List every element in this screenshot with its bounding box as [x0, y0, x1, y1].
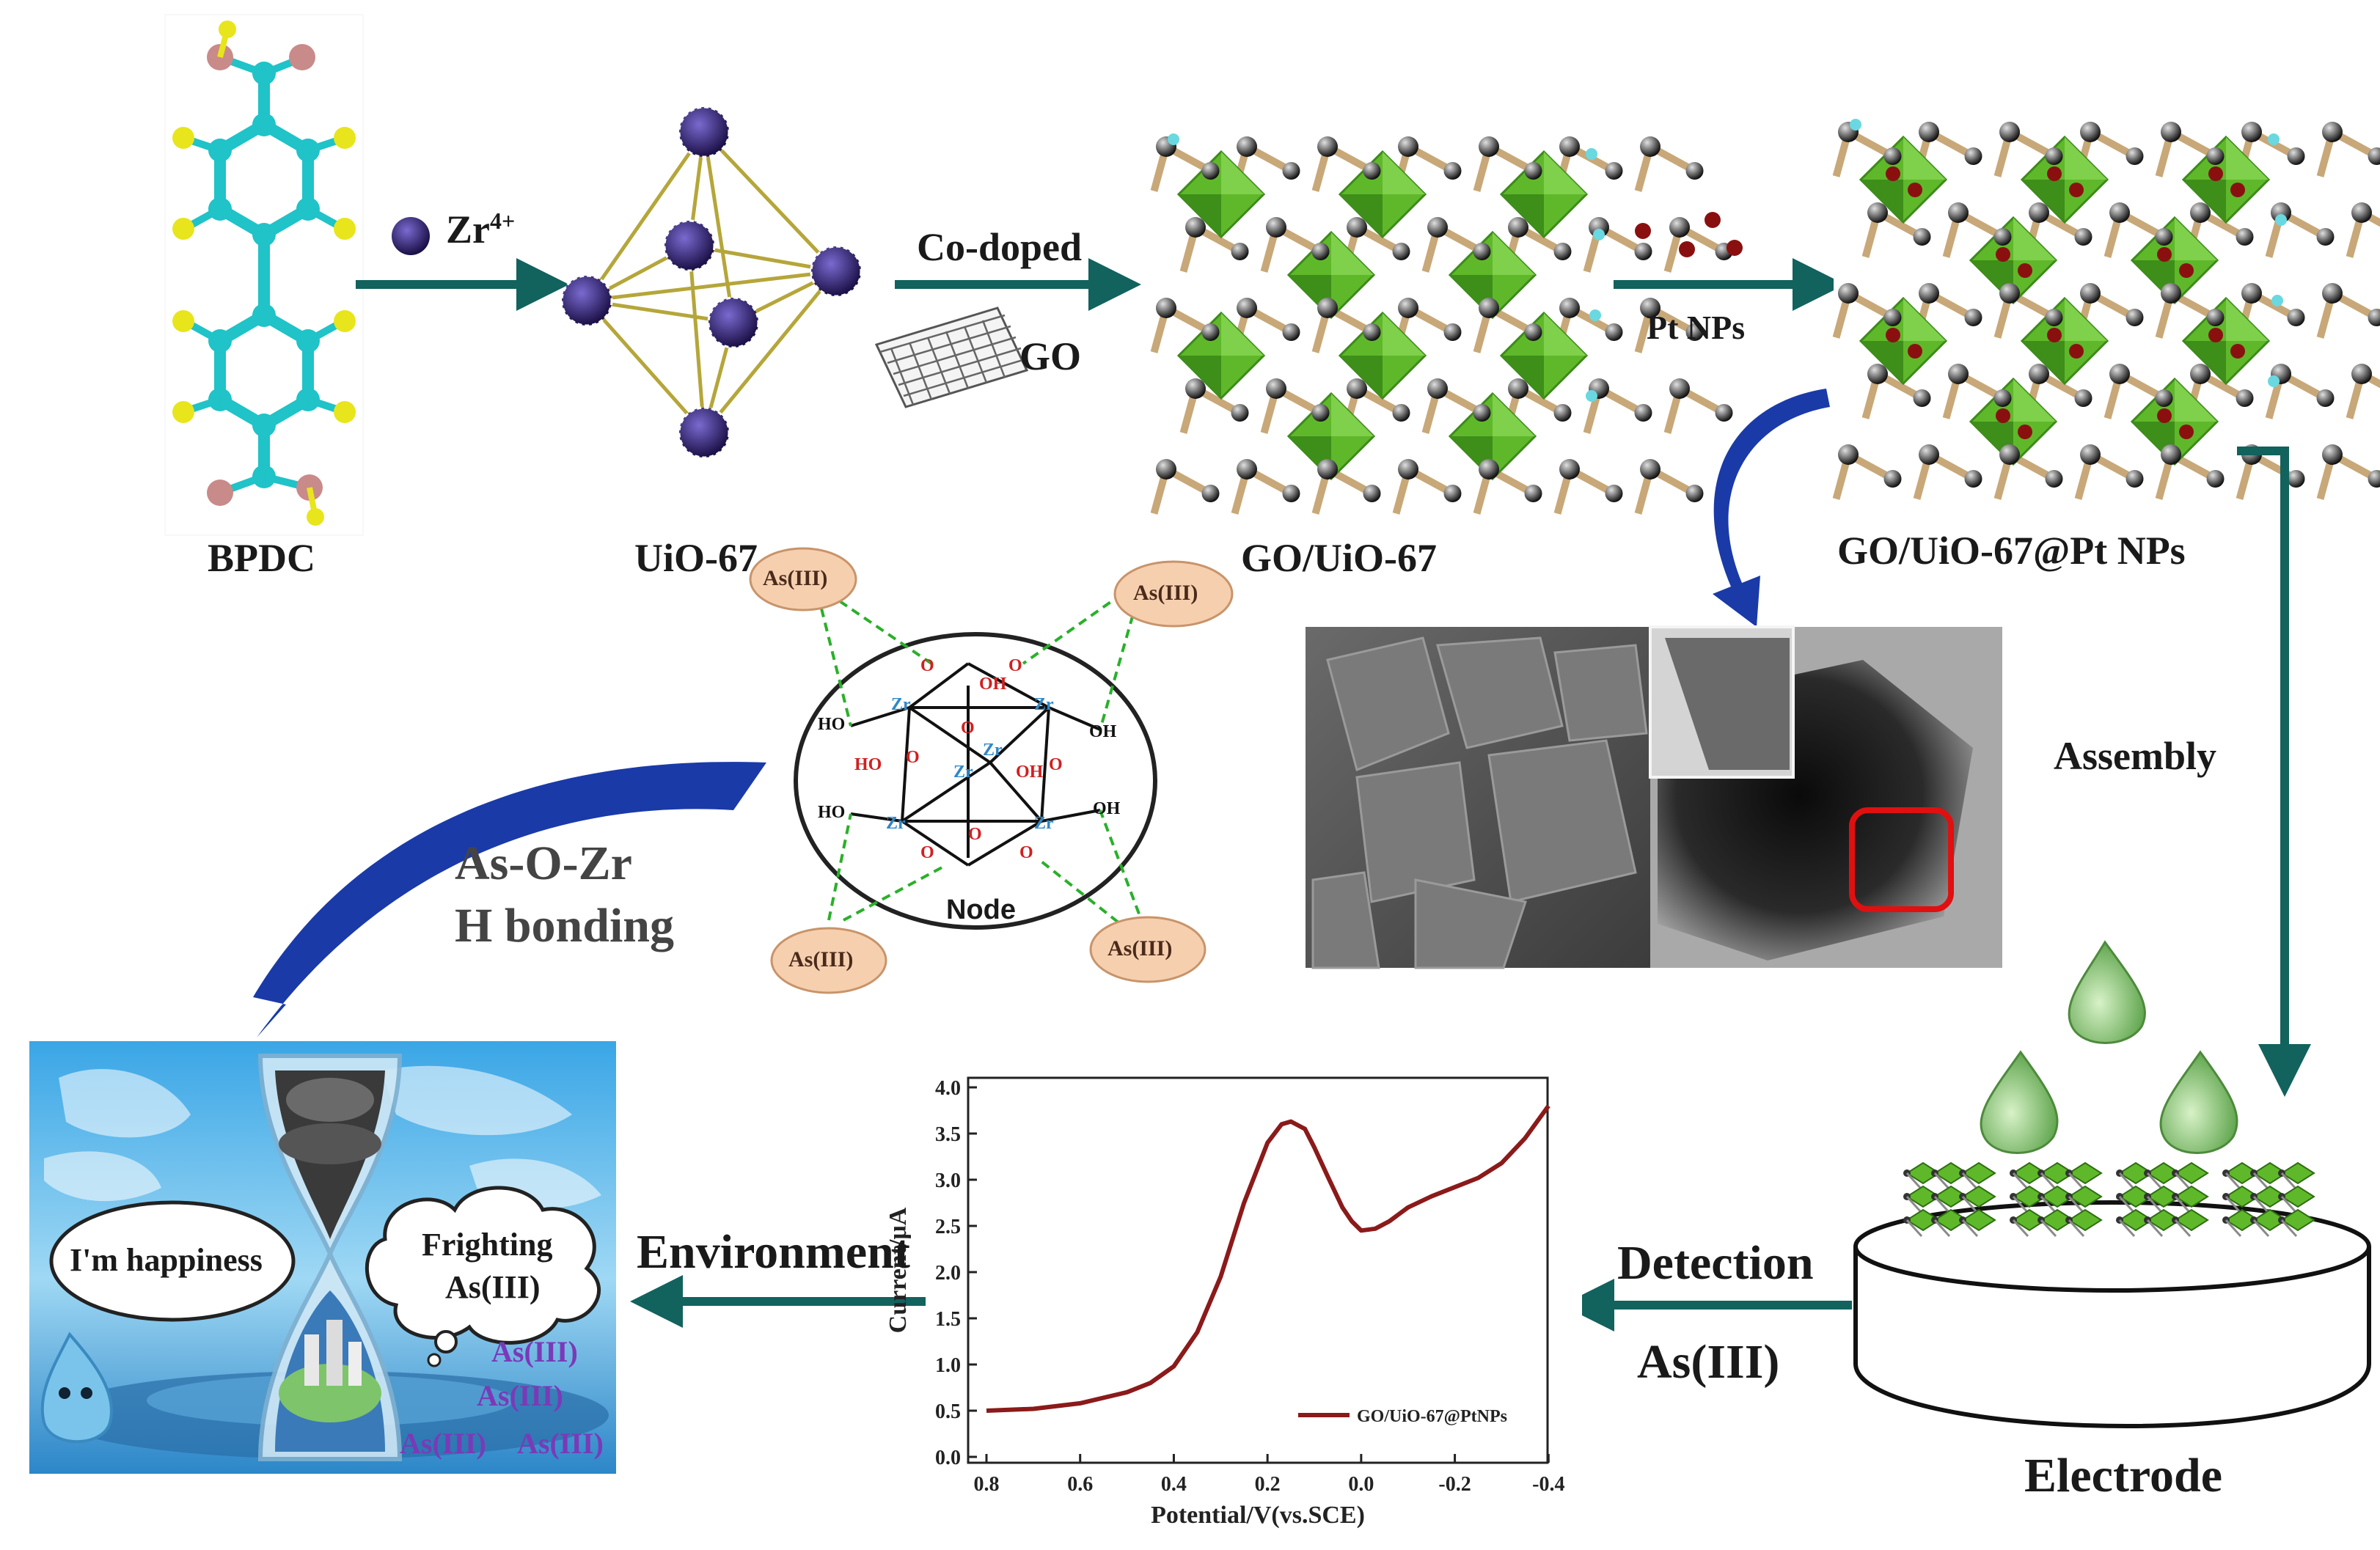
poster-as-3: As(III): [400, 1427, 486, 1460]
x-tick-label: 0.4: [1161, 1473, 1187, 1496]
node-oh-3: OH: [1089, 722, 1117, 741]
assembly-arrow: [2237, 447, 2311, 1097]
label-zr4-charge: 4+: [490, 207, 516, 234]
node-ho-1: HO: [818, 715, 846, 734]
label-detection-as: As(III): [1637, 1335, 1780, 1389]
node-zr-2: Zr: [1034, 695, 1054, 714]
poster-as-1: As(III): [491, 1335, 578, 1368]
label-go: GO: [1019, 334, 1082, 378]
label-as-o-zr: As-O-Zr: [455, 837, 632, 890]
go-uio67-lattice: [1150, 125, 1733, 515]
label-bpdc: BPDC: [208, 536, 315, 580]
node-title: Node: [946, 895, 1016, 925]
node-as-tag-2: As(III): [1133, 581, 1198, 605]
label-assembly: Assembly: [2054, 734, 2217, 778]
node-zr-6: Zr: [1034, 814, 1054, 833]
node-o-3: O: [961, 719, 975, 738]
go-uio67-pt-lattice: [1832, 110, 2380, 500]
x-tick-label: 0.0: [1348, 1473, 1374, 1496]
poster-as-4: As(III): [517, 1427, 604, 1460]
node-o-5: O: [1049, 755, 1063, 774]
label-zr4-base: Zr: [446, 207, 490, 251]
x-axis-label: Potential/V(vs.SCE): [1151, 1502, 1365, 1529]
x-tick-label: 0.6: [1067, 1473, 1093, 1496]
node-ho-3: HO: [818, 803, 846, 822]
node-o-2: O: [1008, 656, 1022, 675]
node-ho-2: HO: [854, 755, 882, 774]
y-tick-label: 3.0: [935, 1169, 961, 1192]
label-go-uio67-pt: GO/UiO-67@Pt NPs: [1837, 529, 2186, 573]
node-as-tag-1: As(III): [763, 566, 828, 590]
node-oh-2: OH: [1016, 763, 1044, 782]
y-tick-label: 2.5: [935, 1216, 961, 1238]
series-line: [986, 1104, 1550, 1413]
bpdc-molecule: [164, 14, 364, 536]
y-tick-label: 4.0: [935, 1077, 961, 1100]
zr-ion-ball: [392, 217, 430, 255]
y-tick-label: 2.0: [935, 1262, 961, 1285]
node-as-tag-3: As(III): [788, 947, 854, 971]
node-o-7: O: [920, 843, 934, 862]
node-zr-4: Zr: [953, 763, 973, 782]
y-tick-label: 1.0: [935, 1354, 961, 1377]
y-tick-label: 1.5: [935, 1308, 961, 1331]
y-tick-label: 0.5: [935, 1400, 961, 1423]
label-go-uio67: GO/UiO-67: [1241, 536, 1437, 580]
electrode: [1853, 1161, 2371, 1429]
x-tick-label: 0.2: [1255, 1473, 1281, 1496]
label-pt-nps: Pt NPs: [1647, 309, 1746, 346]
pt-nanoparticles: [1635, 212, 1743, 257]
micrograph-panel: [1306, 625, 2002, 969]
blue-curved-arrow-left: [253, 762, 766, 1037]
node-zr-5: Zr: [886, 814, 906, 833]
label-zr4: Zr4+: [446, 207, 515, 252]
node-oh-1: OH: [979, 675, 1007, 694]
label-codoped: Co-doped: [917, 225, 1083, 269]
node-zr-1: Zr: [891, 695, 911, 714]
label-uio67: UiO-67: [634, 536, 758, 580]
node-o-1: O: [920, 656, 934, 675]
node-o-8: O: [1019, 843, 1033, 862]
poster-bubble-right-line1: Frighting: [422, 1227, 553, 1263]
x-tick-label: -0.4: [1532, 1473, 1564, 1496]
dpv-chart: 0.8 0.6 0.4 0.2 0.0 -0.2 -0.4 0.0 0.5 1.0 1.5 2.0 2.…: [885, 1048, 1582, 1540]
node-o-4: O: [906, 748, 920, 767]
node-o-6: O: [968, 825, 982, 844]
x-tick-label: 0.8: [974, 1473, 1000, 1496]
poster-bubble-left-text: I'm happiness: [70, 1242, 263, 1278]
node-oh-4: OH: [1093, 799, 1121, 818]
label-environment: Environment: [637, 1225, 910, 1279]
poster-as-2: As(III): [477, 1379, 563, 1412]
blue-curved-arrow-down: [1713, 389, 1830, 627]
go-sheet: [874, 306, 1029, 408]
uio67-framework: [560, 106, 863, 459]
y-axis-label: Current/μA: [885, 1207, 912, 1333]
x-tick-label: -0.2: [1438, 1473, 1471, 1496]
y-tick-label: 3.5: [935, 1123, 961, 1146]
chart-frame: [967, 1076, 1549, 1464]
node-cluster: [749, 547, 1234, 994]
label-h-bonding: H bonding: [455, 899, 674, 952]
label-detection: Detection: [1617, 1236, 1814, 1290]
label-electrode: Electrode: [2024, 1449, 2223, 1502]
environment-poster: [29, 1041, 616, 1474]
node-as-tag-4: As(III): [1107, 936, 1173, 961]
node-zr-3: Zr: [983, 741, 1003, 760]
y-tick-label: 0.0: [935, 1447, 961, 1469]
droplets: [1980, 940, 2238, 1154]
chart-background: [926, 1048, 1582, 1540]
poster-bubble-right-line2: As(III): [445, 1269, 541, 1305]
legend-label: GO/UiO-67@PtNPs: [1357, 1407, 1507, 1426]
